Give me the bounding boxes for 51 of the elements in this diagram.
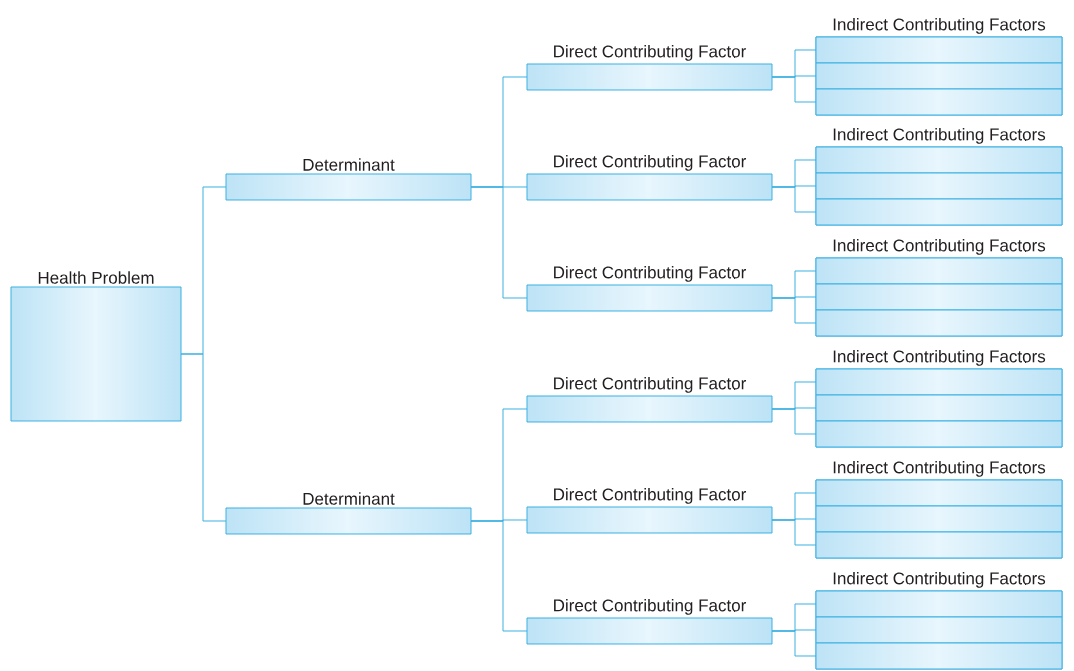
node-label: Direct Contributing Factor xyxy=(554,44,747,61)
node-label: Indirect Contributing Factors xyxy=(833,238,1046,255)
node-label: Indirect Contributing Factors xyxy=(833,17,1046,34)
labeled-box: Direct Contributing Factor xyxy=(526,44,773,91)
node-label: Determinant xyxy=(303,492,395,505)
node-label: Indirect Contributing Factors xyxy=(833,571,1046,588)
empty-box xyxy=(815,642,1063,670)
node-label: Health Problem xyxy=(38,271,154,284)
labeled-box: Direct Contributing Factor xyxy=(526,154,773,201)
labeled-box: Direct Contributing Factor xyxy=(526,376,773,423)
empty-box xyxy=(815,198,1063,226)
empty-box xyxy=(815,420,1063,448)
node-label: Direct Contributing Factor xyxy=(554,154,747,171)
labeled-box: Determinant xyxy=(225,158,472,201)
node-label: Indirect Contributing Factors xyxy=(833,349,1046,366)
node-label: Direct Contributing Factor xyxy=(554,376,747,393)
connector-line xyxy=(771,186,817,213)
empty-box xyxy=(815,531,1063,559)
empty-box xyxy=(815,505,1063,533)
connector-line xyxy=(180,353,227,522)
connector-line xyxy=(470,520,528,632)
labeled-box: Direct Contributing Factor xyxy=(526,598,773,645)
connector-line xyxy=(771,76,817,103)
connector-line xyxy=(771,408,817,435)
empty-box xyxy=(815,368,1063,396)
empty-box xyxy=(815,479,1063,507)
empty-box xyxy=(815,62,1063,90)
labeled-box: Direct Contributing Factor xyxy=(526,487,773,534)
node-label: Indirect Contributing Factors xyxy=(833,460,1046,477)
empty-box xyxy=(815,257,1063,285)
connector-line xyxy=(771,297,817,324)
empty-box xyxy=(815,88,1063,116)
empty-box xyxy=(815,146,1063,174)
empty-box xyxy=(815,616,1063,644)
empty-box xyxy=(815,309,1063,337)
node-label: Direct Contributing Factor xyxy=(554,598,747,615)
labeled-box: Determinant xyxy=(225,492,472,535)
empty-box xyxy=(815,394,1063,422)
empty-box xyxy=(815,172,1063,200)
node-label: Determinant xyxy=(303,158,395,171)
connector-line xyxy=(771,630,817,657)
node-label: Direct Contributing Factor xyxy=(554,487,747,504)
empty-box xyxy=(815,590,1063,618)
node-label: Direct Contributing Factor xyxy=(554,265,747,282)
labeled-box: Health Problem xyxy=(10,271,182,422)
empty-box xyxy=(815,36,1063,64)
connector-line xyxy=(771,519,817,546)
labeled-box: Direct Contributing Factor xyxy=(526,265,773,312)
node-label: Indirect Contributing Factors xyxy=(833,127,1046,144)
connector-line xyxy=(470,186,528,299)
empty-box xyxy=(815,283,1063,311)
